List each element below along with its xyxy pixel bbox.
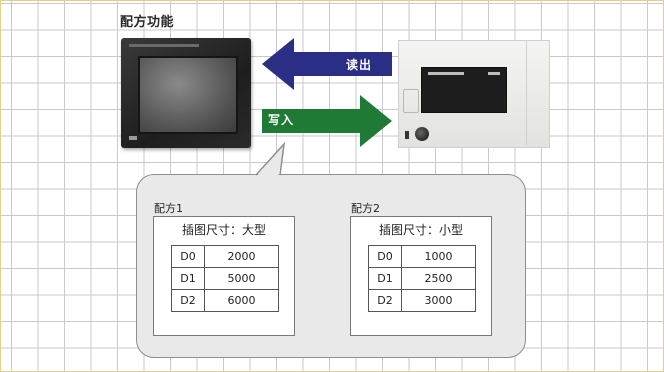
read-arrow-shape — [262, 38, 392, 90]
recipe-2-label: 配方2 — [351, 202, 380, 215]
table-row: D0 1000 — [368, 245, 476, 268]
callout-pointer — [256, 142, 286, 177]
value-cell: 2500 — [401, 267, 476, 290]
register-cell: D2 — [171, 289, 205, 312]
register-cell: D1 — [368, 267, 402, 290]
table-row: D2 6000 — [171, 289, 279, 312]
register-cell: D1 — [171, 267, 205, 290]
table-row: D1 5000 — [171, 267, 279, 290]
value-cell: 6000 — [204, 289, 279, 312]
read-arrow — [262, 38, 392, 90]
hmi-screen — [138, 56, 238, 134]
recipe-1-box: 插图尺寸：大型 D0 2000 D1 5000 D2 6000 — [153, 216, 295, 336]
register-cell: D0 — [171, 245, 205, 268]
recipe-1-table: D0 2000 D1 5000 D2 6000 — [171, 245, 279, 312]
value-cell: 3000 — [401, 289, 476, 312]
hmi-brand-strip — [129, 44, 199, 47]
plc-display-panel — [421, 67, 507, 113]
register-cell: D2 — [368, 289, 402, 312]
value-cell: 5000 — [204, 267, 279, 290]
plc-mark — [405, 131, 409, 139]
plc-knob — [415, 127, 429, 141]
value-cell: 2000 — [204, 245, 279, 268]
hmi-indicator — [129, 136, 137, 140]
write-arrow-shape — [262, 95, 392, 147]
write-arrow — [262, 95, 392, 147]
hmi-device-image — [121, 38, 251, 148]
plc-device-image — [398, 40, 550, 148]
table-row: D2 3000 — [368, 289, 476, 312]
recipe-1-header: 插图尺寸：大型 — [181, 223, 266, 237]
table-row: D0 2000 — [171, 245, 279, 268]
recipe-2-header: 插图尺寸：小型 — [378, 223, 463, 237]
register-cell: D0 — [368, 245, 402, 268]
plc-slot — [403, 89, 419, 113]
read-arrow-label: 读出 — [346, 58, 373, 72]
recipe-2-table: D0 1000 D1 2500 D2 3000 — [368, 245, 476, 312]
page-title: 配方功能 — [120, 15, 175, 30]
write-arrow-label: 写入 — [268, 113, 295, 127]
value-cell: 1000 — [401, 245, 476, 268]
recipe-1-label: 配方1 — [154, 202, 183, 215]
recipe-2-box: 插图尺寸：小型 D0 1000 D1 2500 D2 3000 — [350, 216, 492, 336]
table-row: D1 2500 — [368, 267, 476, 290]
